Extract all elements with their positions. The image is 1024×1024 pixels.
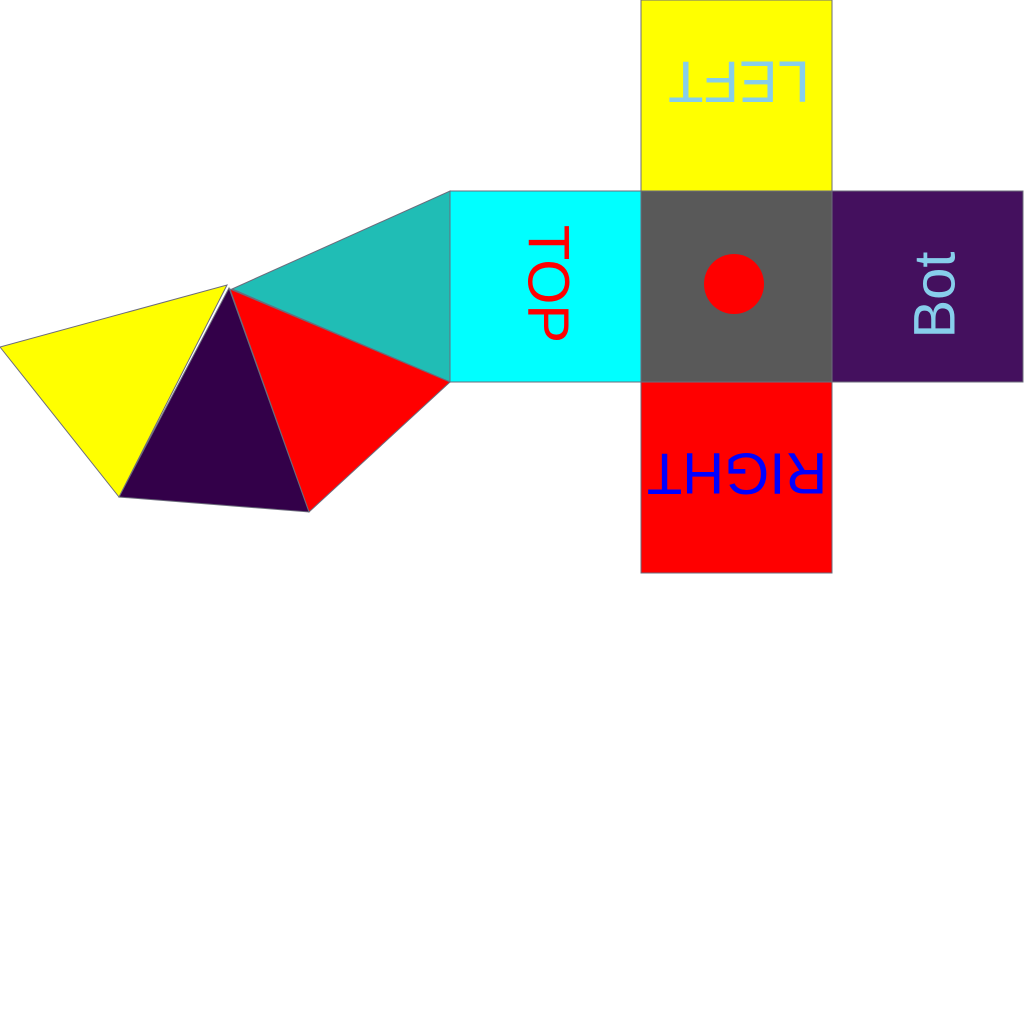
right-face-label: RIGHT [647,441,827,506]
bottom-face-label: Bot [903,251,968,338]
purple-triangle [118,286,310,513]
left-face-label: LEFT [668,49,810,114]
yellow-triangle [0,284,228,498]
top-face-label: TOP [516,225,581,343]
left-face [640,0,833,192]
center-dot [704,254,764,314]
bottom-face [831,190,1024,383]
top-face [449,190,642,383]
right-face [640,381,833,574]
